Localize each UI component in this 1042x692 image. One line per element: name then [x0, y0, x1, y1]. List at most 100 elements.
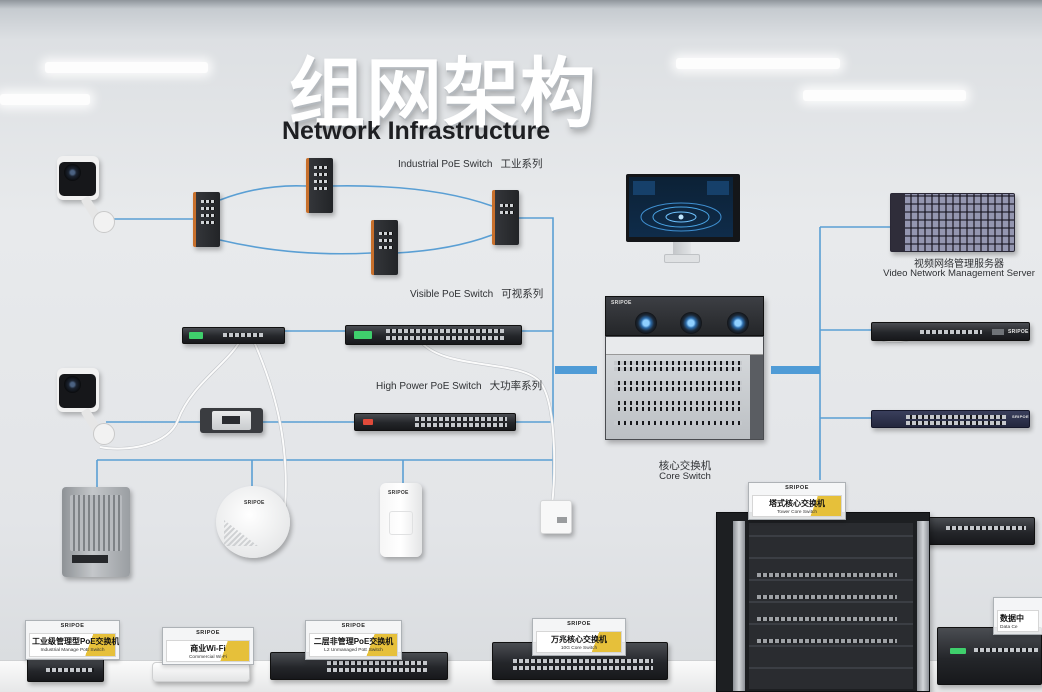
visible-poe-switch-small — [182, 327, 285, 344]
router-brand: SRIPOE — [1008, 329, 1029, 335]
placard-title-en: Tower Core Switch — [777, 510, 817, 515]
wall-title-chinese: 组网架构 — [289, 52, 597, 137]
placard-brand: SRIPOE — [341, 623, 366, 629]
port-row — [327, 668, 427, 672]
tower-card-slots — [749, 523, 913, 689]
server-side-panel — [891, 194, 905, 251]
port-row — [614, 381, 742, 385]
placard-commercial-wifi: SRIPOE 商业Wi-Fi Commercial Wi-Fi — [162, 627, 254, 665]
port-row — [614, 361, 742, 365]
monitor-screen — [626, 174, 740, 242]
commercial-wifi-ap — [152, 662, 250, 682]
placard-brand-blank — [997, 600, 1039, 607]
placard-tower-core: SRIPOE 塔式核心交换机 Tower Core Switch — [748, 482, 846, 520]
dashboard-panel — [707, 181, 729, 195]
high-power-series-en: High Power PoE Switch — [376, 381, 482, 392]
core-line-cards — [605, 336, 764, 440]
port-row — [906, 421, 1006, 425]
outdoor-access-point — [62, 487, 130, 577]
fan-icon — [727, 312, 749, 334]
placard-band: 万兆核心交换机 10G Core Switch — [536, 631, 622, 653]
port-row — [946, 526, 1026, 530]
placard-band: 二层非管理PoE交换机 L2 Unmanaged PoE Switch — [309, 633, 398, 657]
port-row — [757, 595, 897, 599]
port-row — [757, 639, 897, 643]
port-row — [757, 573, 897, 577]
port-row — [314, 180, 328, 183]
placard-band: 商业Wi-Fi Commercial Wi-Fi — [166, 640, 250, 662]
port-row — [386, 329, 504, 333]
ap-face — [389, 511, 413, 535]
core-uplink-bar — [555, 366, 597, 374]
ceiling-access-point: SRIPOE — [216, 486, 290, 558]
patch-cable — [417, 337, 556, 506]
wall-title-english: Network Infrastructure — [282, 117, 551, 145]
port-row — [379, 239, 393, 242]
server-side-bus — [819, 226, 890, 480]
status-display — [354, 331, 372, 339]
access-bus — [96, 459, 554, 500]
port-row — [920, 330, 982, 334]
port-row — [513, 659, 653, 663]
placard-title-en: Industrial Manage PoE Switch — [40, 648, 105, 653]
panel-access-point — [540, 500, 572, 534]
ap-display — [72, 555, 108, 563]
core-switch-label-zh: 核心交换机 — [658, 460, 712, 472]
port-row — [379, 246, 393, 249]
radar-dashboard — [629, 177, 733, 237]
port-row — [614, 387, 742, 391]
port-row — [614, 367, 742, 371]
placard-10g-core: SRIPOE 万兆核心交换机 10G Core Switch — [532, 618, 626, 656]
camera-lens-icon — [64, 164, 81, 181]
placard-title-zh: 工业级管理型PoE交换机 — [32, 637, 120, 646]
placard-title-en: Commercial Wi-Fi — [188, 655, 228, 660]
fan-icon — [680, 312, 702, 334]
visible-series-zh: 可视系列 — [501, 288, 544, 300]
ip-camera — [57, 368, 121, 448]
industrial-switch — [371, 220, 398, 275]
port-row — [314, 166, 328, 169]
placard-band: 塔式核心交换机 Tower Core Switch — [752, 495, 842, 517]
ring-link — [219, 239, 372, 255]
tower-core-switch — [716, 512, 930, 692]
dashboard-panel — [633, 181, 655, 195]
core-switch-label-en: Core Switch — [659, 471, 711, 482]
core-fan-tray: SRIPOE — [605, 296, 764, 336]
port-row — [46, 668, 94, 672]
outdoor-switch-label — [222, 416, 240, 424]
placard-industrial-managed: SRIPOE 工业级管理型PoE交换机 Industrial Manage Po… — [25, 620, 120, 660]
ceiling-light-reflection — [676, 58, 840, 69]
port-row — [314, 187, 328, 190]
outdoor-poe-switch — [200, 408, 263, 433]
rack-switch — [915, 517, 1035, 545]
port-row — [906, 415, 1006, 419]
placard-band: 工业级管理型PoE交换机 Industrial Manage PoE Switc… — [29, 633, 120, 657]
l2-unmanaged-poe-switch — [270, 652, 448, 680]
wall-access-point: SRIPOE — [380, 483, 422, 557]
core-brand: SRIPOE — [611, 300, 632, 306]
monitor-stand-neck — [673, 242, 691, 255]
placard-title-zh: 万兆核心交换机 — [551, 635, 607, 644]
placard-title-en: L2 Unmanaged PoE Switch — [324, 648, 383, 653]
placard-band: 数据中 Data Ce — [997, 610, 1039, 632]
port-row — [201, 207, 215, 210]
ceiling-light-reflection — [0, 94, 90, 105]
port-row — [513, 666, 653, 670]
port-row — [379, 232, 393, 235]
management-monitor — [626, 174, 740, 264]
radar-ring — [640, 202, 722, 232]
ring-link — [219, 184, 307, 201]
status-led — [363, 419, 373, 425]
tower-rail-left — [733, 521, 745, 691]
video-management-server — [890, 193, 1015, 252]
patch-cable — [99, 334, 244, 450]
ceiling-light-reflection — [45, 62, 208, 73]
placard-brand: SRIPOE — [196, 630, 220, 636]
industrial-switch — [306, 158, 333, 213]
industrial-switch — [492, 190, 519, 245]
core-switch-chassis: SRIPOE — [605, 296, 764, 440]
router-port — [992, 329, 1004, 335]
patch-cable — [251, 336, 287, 521]
